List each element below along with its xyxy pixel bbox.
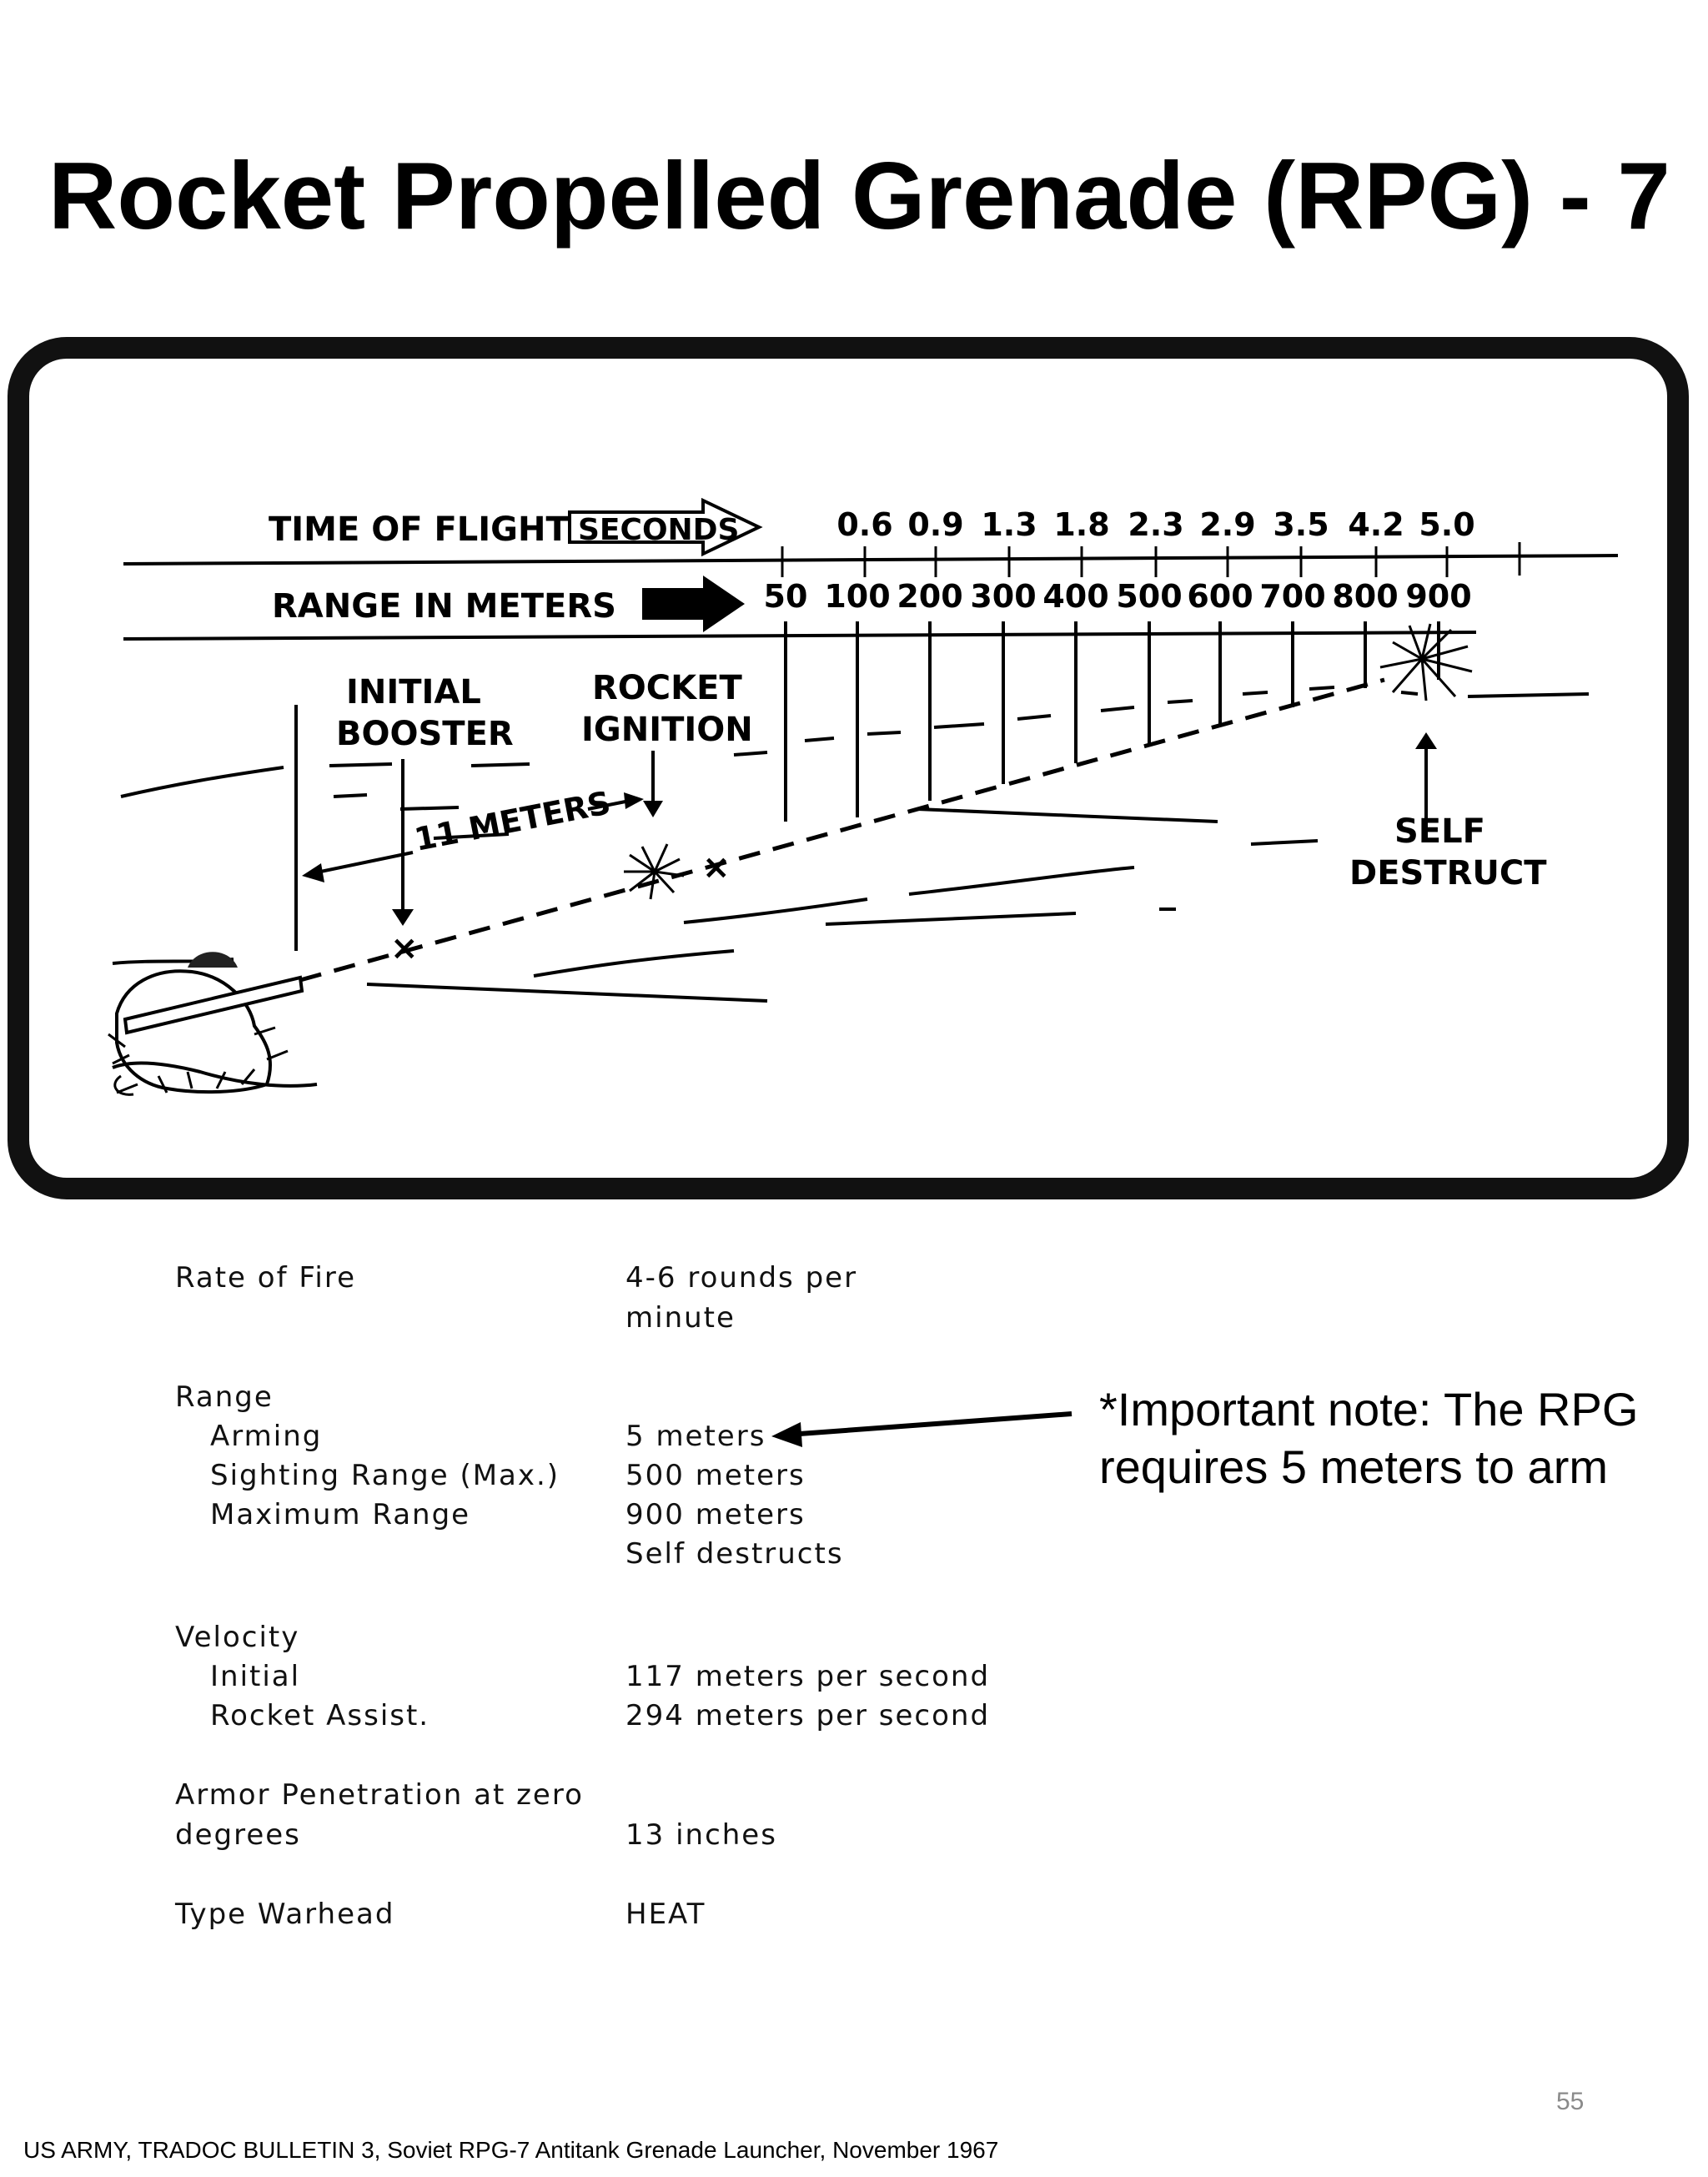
ignition-x-mark: × [702,848,731,887]
time-tick-label: 0.6 [836,506,892,543]
self-destruct-arrowhead [1415,732,1437,749]
time-tick-label: 2.3 [1128,506,1183,543]
meters-arrow-left [308,851,414,876]
seconds-arrow: SECONDS [568,497,763,557]
spec-sighting: Sighting Range (Max.) [210,1459,560,1492]
range-tick-label: 500 [1116,578,1182,615]
spec-arming-value: 5 meters [625,1420,766,1453]
page-number: 55 [1556,2088,1585,2115]
spec-max-range-value: 900 meters [625,1498,806,1531]
range-tick-label: 200 [897,578,962,615]
self-destruct-label-line1: SELF [1394,812,1485,851]
time-tick-label: 3.5 [1273,506,1329,543]
diagram-frame [8,337,1689,1199]
terrain-lines [112,686,1590,1003]
spec-armor-1: Armor Penetration at zero [175,1778,584,1812]
spec-rate-value-1: 4-6 rounds per [625,1261,858,1295]
initial-booster-label-line1: INITIAL [346,673,481,711]
trajectory-line [299,677,1385,983]
spec-velocity: Velocity [175,1621,300,1654]
spec-range: Range [175,1380,274,1414]
time-tick-label: 2.9 [1199,506,1255,543]
self-destruct-burst [1379,623,1473,701]
spec-initial-value: 117 meters per second [625,1660,991,1693]
range-in-meters-label: RANGE IN METERS [272,587,616,626]
range-tick-label: 800 [1332,578,1398,615]
range-tick-label: 50 [764,578,808,615]
rocket-ignition-label-line2: IGNITION [581,711,753,749]
spec-self-destructs: Self destructs [625,1537,844,1571]
booster-x-mark: × [390,929,419,968]
meters-arrowhead-right [624,792,644,809]
time-tick-label: 5.0 [1419,506,1474,543]
range-arrow [642,576,745,632]
range-tick-label: 700 [1259,578,1325,615]
spec-sighting-value: 500 meters [625,1459,806,1492]
range-tick-label: 100 [824,578,890,615]
soldier-illustration [108,952,318,1096]
range-tick-label: 900 [1405,578,1471,615]
seconds-label: SECONDS [578,513,739,547]
self-destruct-label-line2: DESTRUCT [1349,854,1547,892]
time-ticks: 0.6 0.9 1.3 1.8 2.3 2.9 3.5 4.2 5.0 [781,506,1521,577]
spec-max-range: Maximum Range [210,1498,471,1531]
initial-booster-label-line2: BOOSTER [336,715,514,753]
ignition-burst [624,843,685,900]
time-tick-label: 1.8 [1053,506,1109,543]
range-axis-line [123,631,1477,641]
time-tick-label: 0.9 [907,506,963,543]
time-tick-label: 1.3 [981,506,1037,543]
ignition-arrowhead [643,801,663,817]
spec-rate-value-2: minute [625,1301,736,1335]
spec-armor-value: 13 inches [625,1818,777,1852]
meters-arrow-right [587,799,630,811]
spec-rocket-assist-value: 294 meters per second [625,1699,991,1732]
page-title: Rocket Propelled Grenade (RPG) - 7 [48,143,1670,249]
range-tick-label: 300 [970,578,1036,615]
spec-rocket-assist: Rocket Assist. [210,1699,430,1732]
range-tick-label: 600 [1187,578,1253,615]
spec-initial: Initial [210,1660,301,1693]
time-axis-line [123,554,1619,566]
important-note: *Important note: The RPG requires 5 mete… [1099,1383,1639,1493]
rocket-ignition-label-line1: ROCKET [592,669,742,707]
spec-warhead-value: HEAT [625,1898,706,1931]
booster-arrowhead [392,909,414,926]
meters-arrowhead-left [302,863,324,882]
range-tick-label: 400 [1042,578,1108,615]
source-citation: US ARMY, TRADOC BULLETIN 3, Soviet RPG-7… [23,2137,999,2163]
time-of-flight-label: TIME OF FLIGHT [269,510,569,549]
spec-warhead: Type Warhead [175,1898,395,1931]
spec-armor-2: degrees [175,1818,301,1852]
spec-arming: Arming [210,1420,323,1453]
spec-rate-of-fire: Rate of Fire [175,1261,357,1295]
time-tick-label: 4.2 [1348,506,1404,543]
